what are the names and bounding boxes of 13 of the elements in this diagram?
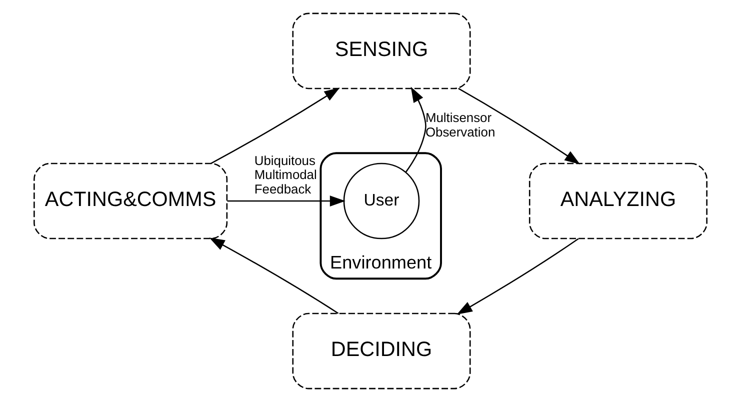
node-box: SENSING: [292, 12, 470, 90]
edge-label: Ubiquitous Multimodal Feedback: [254, 152, 316, 196]
edge-label: Multisensor Observation: [424, 110, 495, 140]
arrow: [456, 238, 578, 314]
arrow: [208, 238, 338, 314]
node-box: DECIDING: [292, 312, 470, 390]
arrow: [404, 86, 426, 172]
node-circle: User: [342, 162, 420, 240]
arrow: [210, 88, 340, 164]
node-box: ACTING&COMMS: [33, 162, 228, 240]
arrow: [458, 88, 580, 164]
node-box: ANALYZING: [528, 162, 707, 240]
arrow: [226, 196, 345, 206]
